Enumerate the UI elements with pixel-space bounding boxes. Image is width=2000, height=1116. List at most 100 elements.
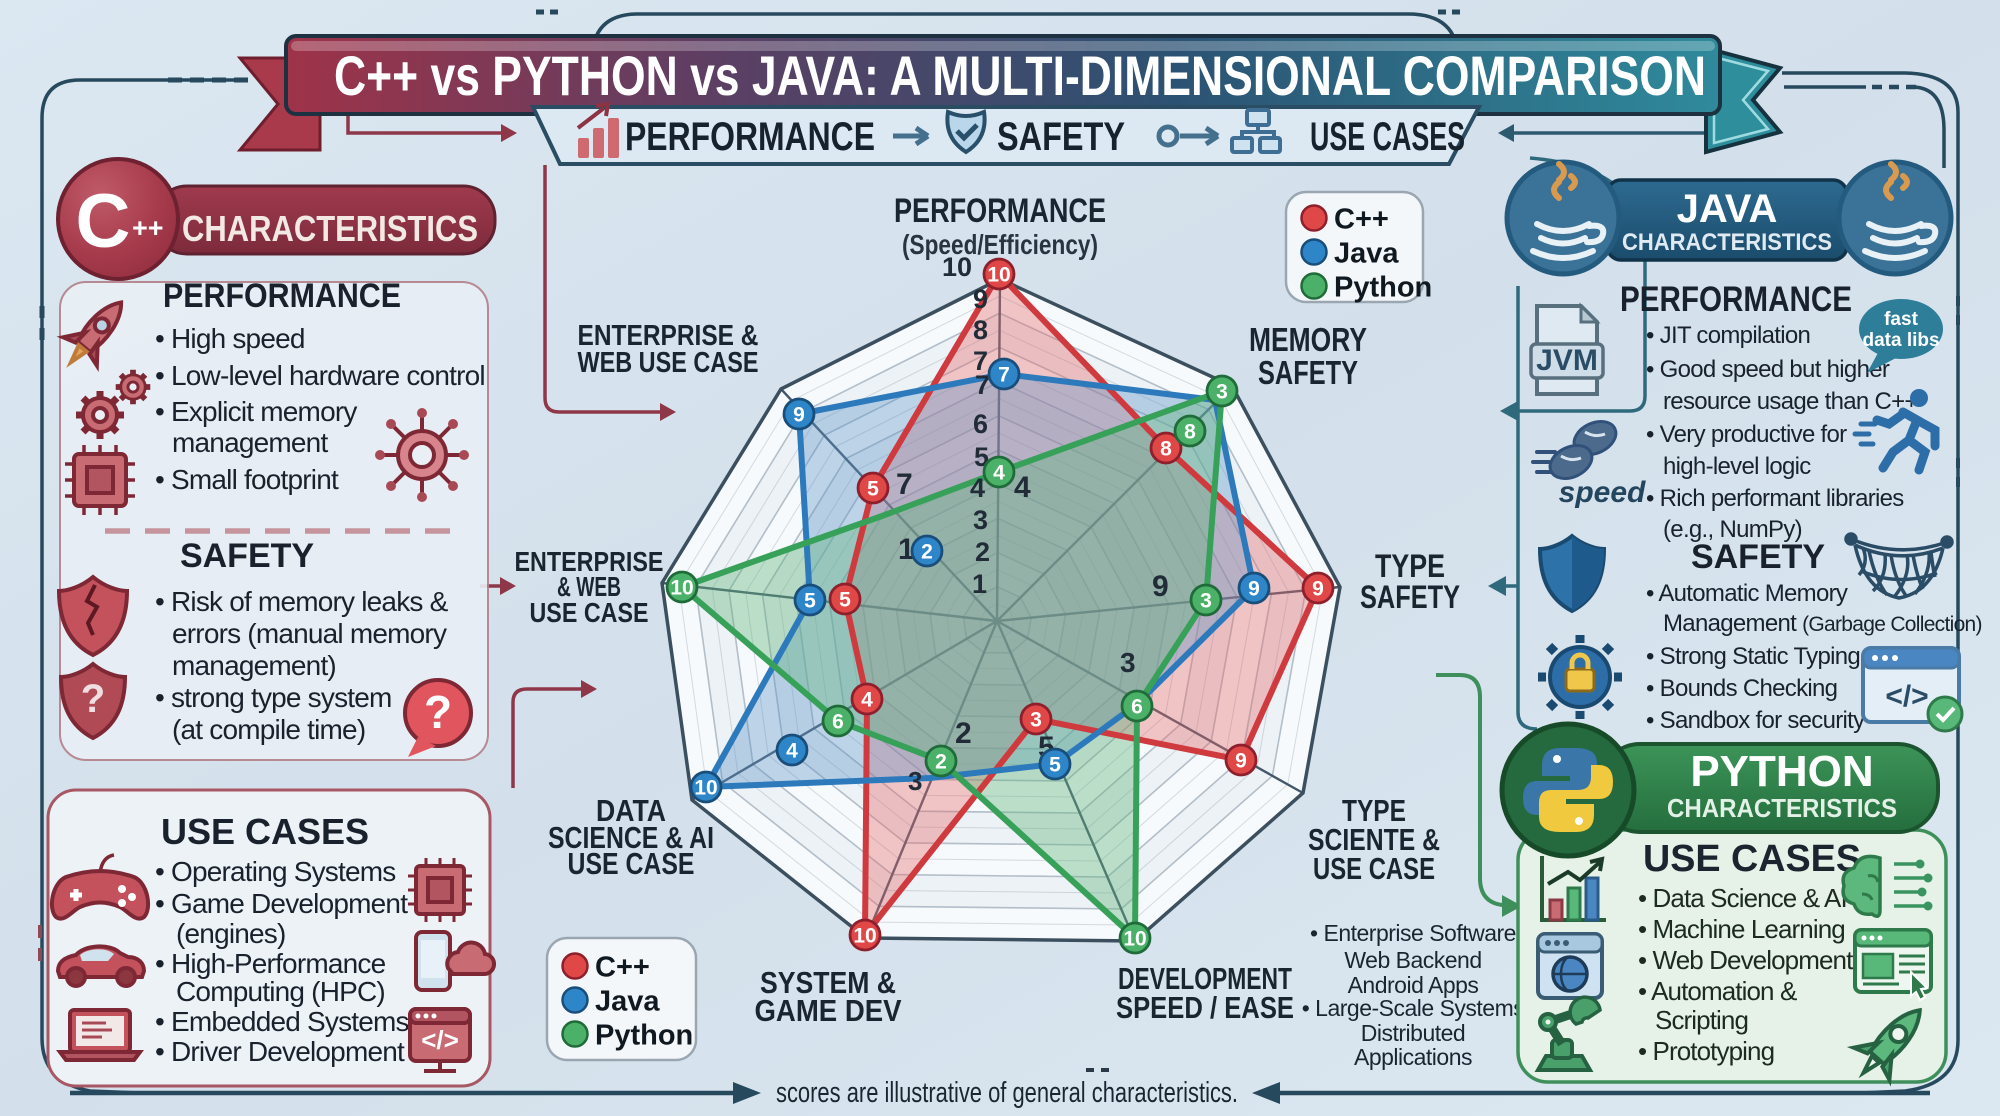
svg-text:5: 5 bbox=[1049, 754, 1061, 777]
svg-text:• Automation &: • Automation & bbox=[1638, 976, 1797, 1006]
svg-text:4: 4 bbox=[970, 473, 985, 503]
svg-text:• strong type system: • strong type system bbox=[155, 682, 392, 713]
svg-text:• JIT compilation: • JIT compilation bbox=[1646, 322, 1810, 349]
svg-text:• Driver Development: • Driver Development bbox=[155, 1036, 405, 1067]
svg-text:• Embedded Systems: • Embedded Systems bbox=[155, 1006, 409, 1037]
svg-text:errors (manual memory: errors (manual memory bbox=[172, 618, 447, 649]
svg-text:(at compile time): (at compile time) bbox=[172, 714, 365, 745]
svg-text:2: 2 bbox=[935, 751, 947, 774]
svg-text:7: 7 bbox=[998, 364, 1010, 387]
svg-text:</>: </> bbox=[421, 1025, 459, 1055]
svg-text:5: 5 bbox=[839, 589, 851, 612]
svg-text:resource usage than C++: resource usage than C++ bbox=[1663, 388, 1918, 415]
svg-text:SAFETY: SAFETY bbox=[997, 115, 1125, 159]
svg-text:• Risk of memory leaks &: • Risk of memory leaks & bbox=[155, 586, 449, 617]
svg-text:WEB USE CASE: WEB USE CASE bbox=[578, 347, 759, 379]
svg-text:• Bounds Checking: • Bounds Checking bbox=[1646, 675, 1837, 702]
svg-text:9: 9 bbox=[1152, 570, 1169, 603]
svg-text:SYSTEM &: SYSTEM & bbox=[760, 965, 896, 1000]
svg-text:ENTERPRISE: ENTERPRISE bbox=[515, 546, 664, 577]
svg-text:Web Backend: Web Backend bbox=[1344, 947, 1481, 973]
svg-text:Java: Java bbox=[1334, 237, 1399, 269]
svg-text:• Very productive for: • Very productive for bbox=[1646, 421, 1847, 448]
svg-text:C++: C++ bbox=[1334, 203, 1389, 235]
svg-text:5: 5 bbox=[804, 590, 816, 613]
svg-text:8: 8 bbox=[973, 315, 988, 345]
svg-text:JVM: JVM bbox=[1536, 344, 1598, 377]
svg-text:PERFORMANCE: PERFORMANCE bbox=[625, 115, 875, 159]
svg-text:ENTERPRISE &: ENTERPRISE & bbox=[578, 320, 759, 352]
svg-text:USE CASES: USE CASES bbox=[1643, 838, 1861, 880]
svg-text:fast: fast bbox=[1884, 309, 1918, 330]
svg-text:SCIENCE & AI: SCIENCE & AI bbox=[548, 820, 714, 855]
svg-text:& WEB: & WEB bbox=[557, 571, 621, 602]
svg-text:5: 5 bbox=[867, 478, 879, 501]
svg-text:Distributed: Distributed bbox=[1361, 1020, 1465, 1046]
svg-text:10: 10 bbox=[853, 925, 876, 948]
svg-text:SAFETY: SAFETY bbox=[1691, 538, 1825, 576]
svg-text:4: 4 bbox=[861, 689, 873, 712]
svg-text:9: 9 bbox=[1312, 578, 1324, 601]
svg-text:DATA: DATA bbox=[596, 793, 666, 828]
svg-text:JAVA: JAVA bbox=[1677, 187, 1778, 231]
svg-text:?: ? bbox=[81, 677, 105, 721]
svg-text:3: 3 bbox=[973, 505, 988, 535]
svg-text:Scripting: Scripting bbox=[1655, 1005, 1748, 1035]
svg-text:Applications: Applications bbox=[1354, 1044, 1472, 1070]
svg-text:3: 3 bbox=[1120, 647, 1136, 678]
svg-text:1: 1 bbox=[898, 533, 915, 566]
svg-text:• Automatic Memory: • Automatic Memory bbox=[1646, 580, 1848, 607]
svg-text:• Prototyping: • Prototyping bbox=[1638, 1036, 1774, 1066]
svg-text:10: 10 bbox=[942, 252, 972, 282]
svg-text:7: 7 bbox=[973, 346, 988, 376]
svg-text:management: management bbox=[172, 427, 328, 458]
svg-text:PERFORMANCE: PERFORMANCE bbox=[1620, 280, 1852, 319]
svg-text:• Good speed but higher: • Good speed but higher bbox=[1646, 356, 1890, 383]
svg-text:management): management) bbox=[172, 650, 336, 681]
svg-text:high-level logic: high-level logic bbox=[1663, 453, 1811, 480]
svg-text:• Strong Static Typing: • Strong Static Typing bbox=[1646, 643, 1860, 670]
svg-text:CHARACTERISTICS: CHARACTERISTICS bbox=[1667, 793, 1897, 823]
svg-text:10: 10 bbox=[670, 577, 693, 600]
svg-text:• Small footprint: • Small footprint bbox=[155, 464, 339, 495]
svg-text:• Explicit memory: • Explicit memory bbox=[155, 396, 357, 427]
svg-text:7: 7 bbox=[896, 468, 913, 501]
svg-text:3: 3 bbox=[1030, 709, 1042, 732]
svg-text:• Rich performant libraries: • Rich performant libraries bbox=[1646, 485, 1904, 512]
svg-text:3: 3 bbox=[1200, 590, 1212, 613]
svg-text:3: 3 bbox=[908, 766, 922, 796]
svg-text:C++ vs PYTHON vs JAVA: A MULTI: C++ vs PYTHON vs JAVA: A MULTI-DIMENSION… bbox=[334, 44, 1706, 107]
svg-text:6: 6 bbox=[973, 409, 988, 439]
svg-text:speed: speed bbox=[1559, 476, 1646, 509]
svg-text:PERFORMANCE: PERFORMANCE bbox=[163, 277, 401, 315]
svg-text:TYPE: TYPE bbox=[1375, 548, 1445, 584]
svg-text:(Speed/Efficiency): (Speed/Efficiency) bbox=[902, 229, 1098, 260]
svg-text:• High-Performance: • High-Performance bbox=[155, 948, 386, 979]
svg-text:SAFETY: SAFETY bbox=[180, 537, 314, 575]
svg-text:Management (Garbage Collection: Management (Garbage Collection) bbox=[1663, 610, 1982, 637]
svg-text:4: 4 bbox=[993, 462, 1005, 485]
svg-text:• Sandbox for security: • Sandbox for security bbox=[1646, 707, 1865, 734]
svg-text:MEMORY: MEMORY bbox=[1249, 321, 1367, 358]
svg-text:SCIENTE &: SCIENTE & bbox=[1308, 822, 1440, 857]
svg-text:Java: Java bbox=[595, 985, 660, 1017]
svg-text:8: 8 bbox=[1184, 421, 1196, 444]
svg-text:TYPE: TYPE bbox=[1342, 793, 1406, 828]
svg-text:scores are illustrative of gen: scores are illustrative of general chara… bbox=[776, 1077, 1238, 1109]
svg-text:C++: C++ bbox=[595, 951, 650, 983]
svg-text:9: 9 bbox=[1235, 750, 1247, 773]
svg-text:9: 9 bbox=[793, 404, 805, 427]
svg-text:USE CASE: USE CASE bbox=[530, 597, 649, 628]
svg-text:6: 6 bbox=[832, 711, 844, 734]
svg-text:SAFETY: SAFETY bbox=[1258, 354, 1358, 391]
svg-text:CHARACTERISTICS: CHARACTERISTICS bbox=[1622, 229, 1832, 256]
svg-text:4: 4 bbox=[1014, 471, 1031, 504]
svg-text:10: 10 bbox=[694, 777, 717, 800]
svg-text:9: 9 bbox=[973, 284, 988, 314]
svg-text:8: 8 bbox=[1160, 438, 1172, 461]
svg-text:SAFETY: SAFETY bbox=[1360, 579, 1460, 615]
svg-text:• Game Development: • Game Development bbox=[155, 888, 408, 919]
svg-text:1: 1 bbox=[972, 569, 987, 599]
svg-text:• High speed: • High speed bbox=[155, 323, 305, 354]
svg-text:USE CASE: USE CASE bbox=[1313, 851, 1435, 886]
